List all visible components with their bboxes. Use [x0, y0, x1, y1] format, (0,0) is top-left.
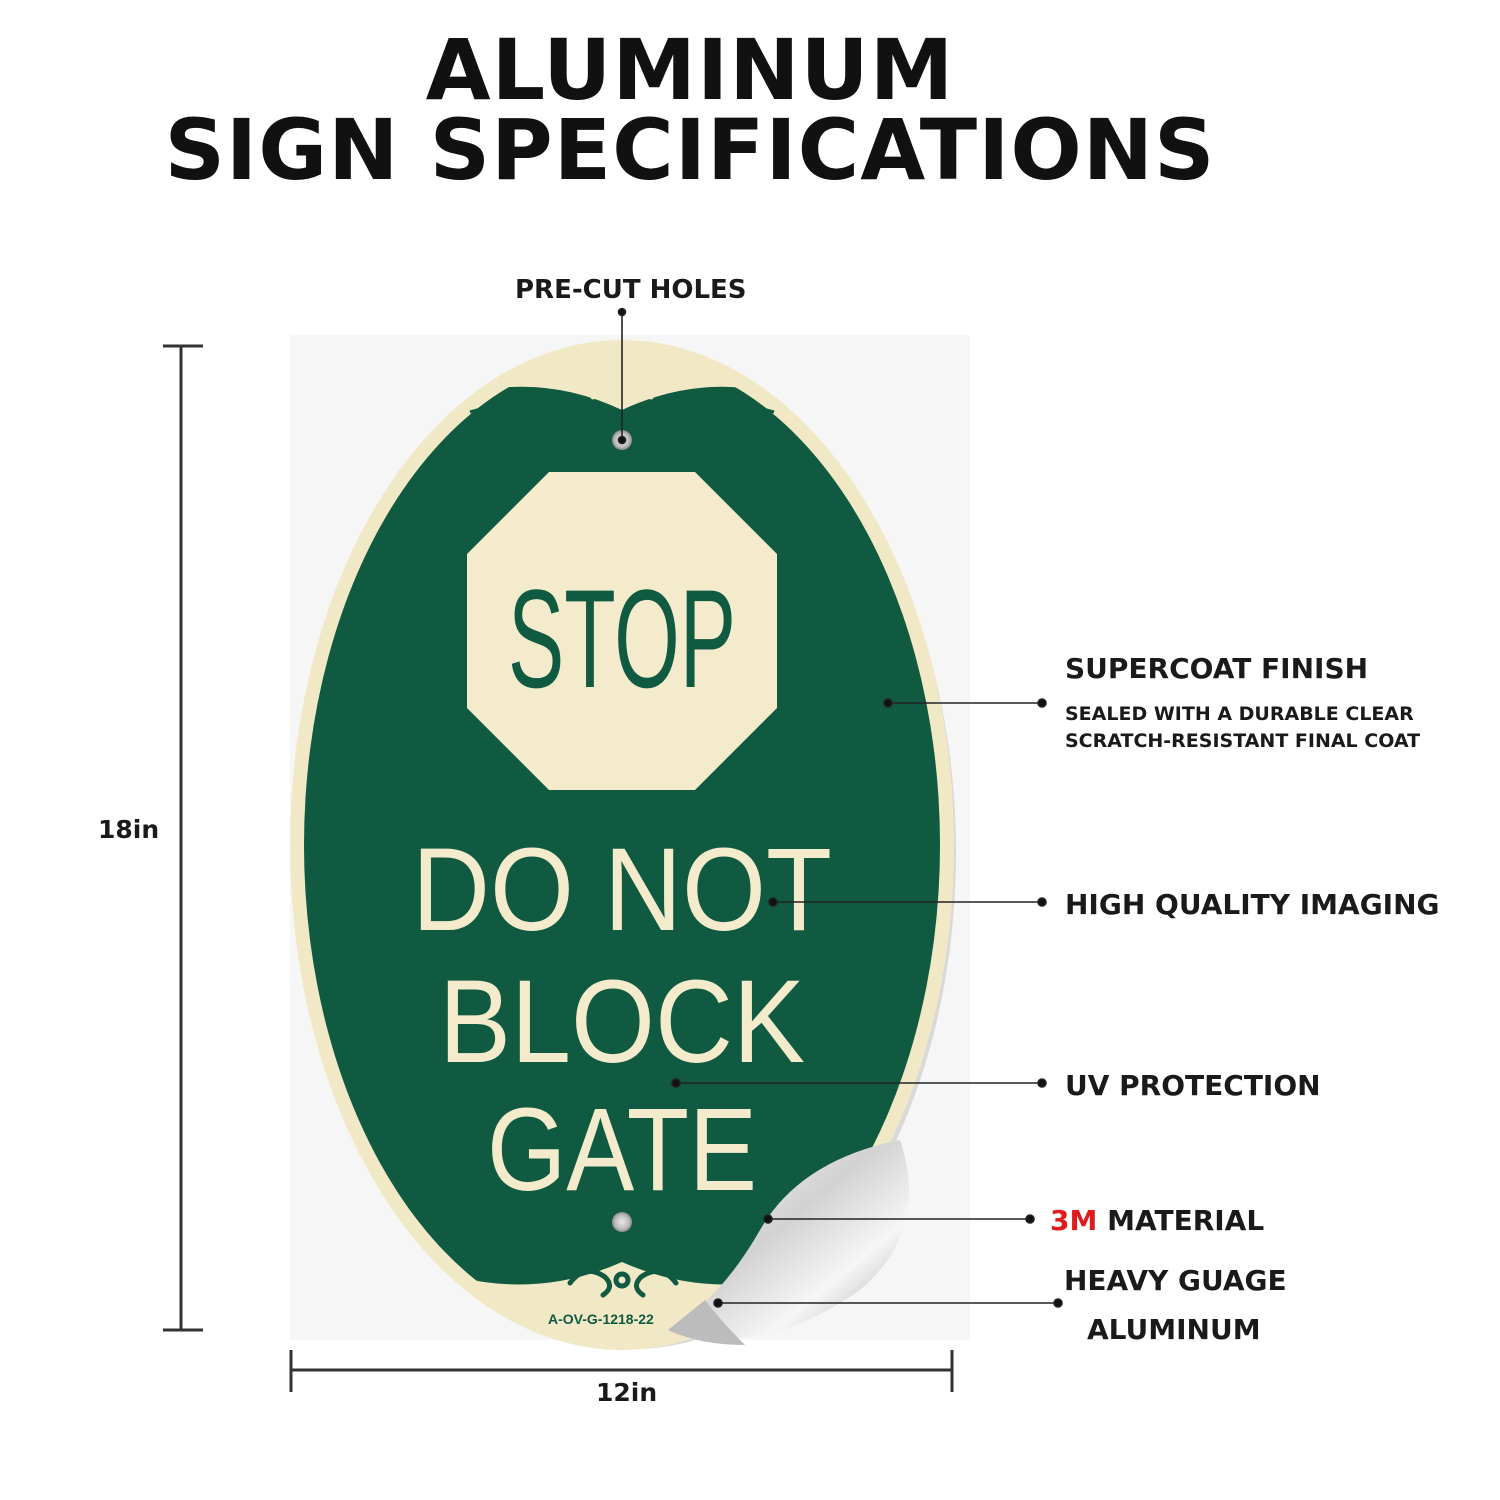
height-label: 18in — [98, 815, 160, 844]
aluminum-label-line-1: HEAVY GUAGE — [1064, 1264, 1287, 1297]
supercoat-finish-label: SUPERCOAT FINISH — [1065, 652, 1369, 685]
product-code: A-OV-G-1218-22 — [548, 1311, 654, 1327]
stop-octagon — [467, 472, 777, 790]
material-brand: 3M — [1050, 1204, 1098, 1237]
bottom-ornament — [567, 1268, 679, 1298]
title-line-1: ALUMINUM — [425, 21, 955, 119]
message-line-1: DO NOT — [412, 824, 832, 956]
title-line-2: SIGN SPECIFICATIONS — [164, 101, 1216, 199]
material-text: MATERIAL — [1097, 1204, 1265, 1237]
uv-protection-label: UV PROTECTION — [1065, 1069, 1321, 1102]
supercoat-desc-line-2: SCRATCH-RESISTANT FINAL COAT — [1065, 730, 1421, 752]
supercoat-desc-line-1: SEALED WITH A DURABLE CLEAR — [1065, 703, 1414, 725]
material-label: 3M MATERIAL — [1050, 1204, 1264, 1237]
peeled-corner-underside — [668, 1300, 745, 1345]
peeled-corner — [668, 1140, 909, 1339]
width-dimension — [289, 1350, 954, 1392]
aluminum-label-line-2: ALUMINUM — [1087, 1313, 1261, 1346]
width-label: 12in — [596, 1378, 658, 1407]
top-scroll-line — [469, 397, 775, 414]
callout-leaders — [617, 307, 1063, 1308]
height-dimension — [163, 344, 203, 1332]
stop-text: STOP — [508, 560, 736, 717]
message-line-2: BLOCK — [439, 956, 805, 1088]
imaging-label: HIGH QUALITY IMAGING — [1065, 888, 1440, 921]
pre-cut-holes-label: PRE-CUT HOLES — [515, 275, 747, 305]
message-line-3: GATE — [487, 1084, 757, 1216]
sign-face — [304, 355, 940, 1335]
bottom-hole — [612, 1212, 632, 1232]
